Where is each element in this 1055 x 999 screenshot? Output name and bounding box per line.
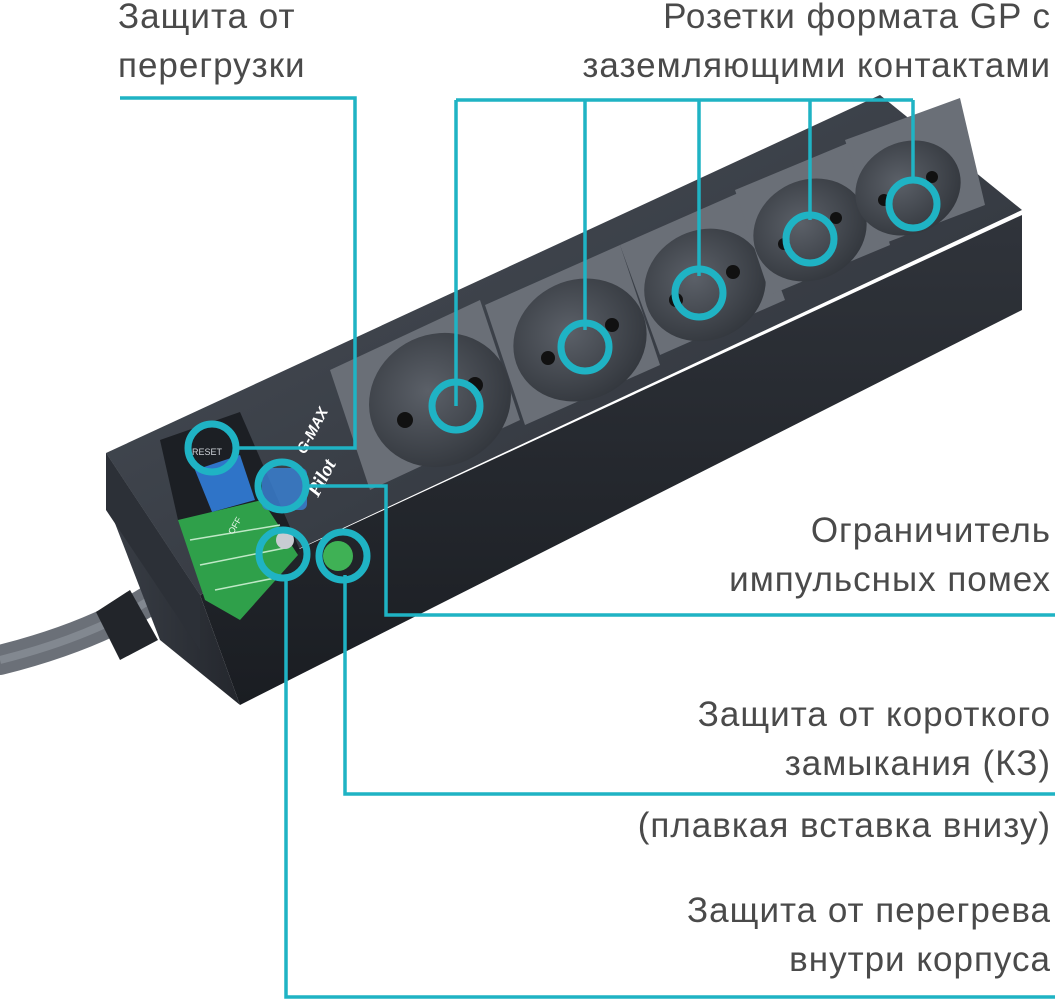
callout-overload: Защита от перегрузки (118, 0, 306, 90)
callout-thermal-line-1: Защита от перегрева (687, 891, 1051, 930)
callout-sockets: Розетки формата GP с заземляющими контак… (582, 0, 1051, 90)
callout-overload-line-1: Защита от (118, 0, 296, 36)
leader-lines (120, 96, 1055, 999)
callout-overload-line-2: перегрузки (118, 46, 306, 85)
callout-fuse-note: (плавкая вставка внизу) (638, 801, 1051, 850)
callout-thermal-line-2: внутри корпуса (789, 940, 1051, 979)
ring-socket-5 (885, 176, 941, 232)
surge-module (262, 468, 307, 510)
socket-2 (485, 245, 660, 425)
power-cord (0, 585, 165, 675)
ring-socket-2 (557, 319, 613, 375)
ring-overload (184, 420, 240, 476)
callout-thermal: Защита от перегрева внутри корпуса (687, 886, 1051, 984)
socket-5 (845, 98, 985, 245)
ring-short (315, 528, 371, 584)
leader-short (343, 575, 1055, 796)
highlight-rings (184, 176, 941, 584)
callout-surge-line-1: Ограничитель (810, 511, 1051, 550)
ring-socket-4 (782, 211, 838, 267)
callout-surge-line-2: импульсных помех (729, 560, 1051, 599)
ring-socket-3 (671, 265, 727, 321)
ring-thermal (255, 526, 311, 582)
ring-socket-1 (428, 378, 484, 434)
callout-sockets-line-1: Розетки формата GP с (663, 0, 1051, 36)
callout-surge: Ограничитель импульсных помех (729, 506, 1051, 604)
callout-short-line-2: замыкания (КЗ) (784, 744, 1051, 783)
fuse-component (323, 541, 353, 571)
socket-1 (330, 300, 520, 490)
leader-surge (305, 484, 1055, 617)
callout-short-circuit: Защита от короткого замыкания (КЗ) (698, 690, 1051, 788)
callout-fuse-line-1: (плавкая вставка внизу) (637, 806, 1051, 845)
callout-sockets-line-2: заземляющими контактами (582, 46, 1051, 85)
leader-thermal (284, 578, 1055, 999)
leader-overload (120, 96, 357, 450)
callout-short-line-1: Защита от короткого (697, 695, 1051, 734)
thermal-sensor (276, 531, 294, 549)
reset-label: RESET (192, 447, 223, 457)
ring-surge (254, 458, 310, 514)
